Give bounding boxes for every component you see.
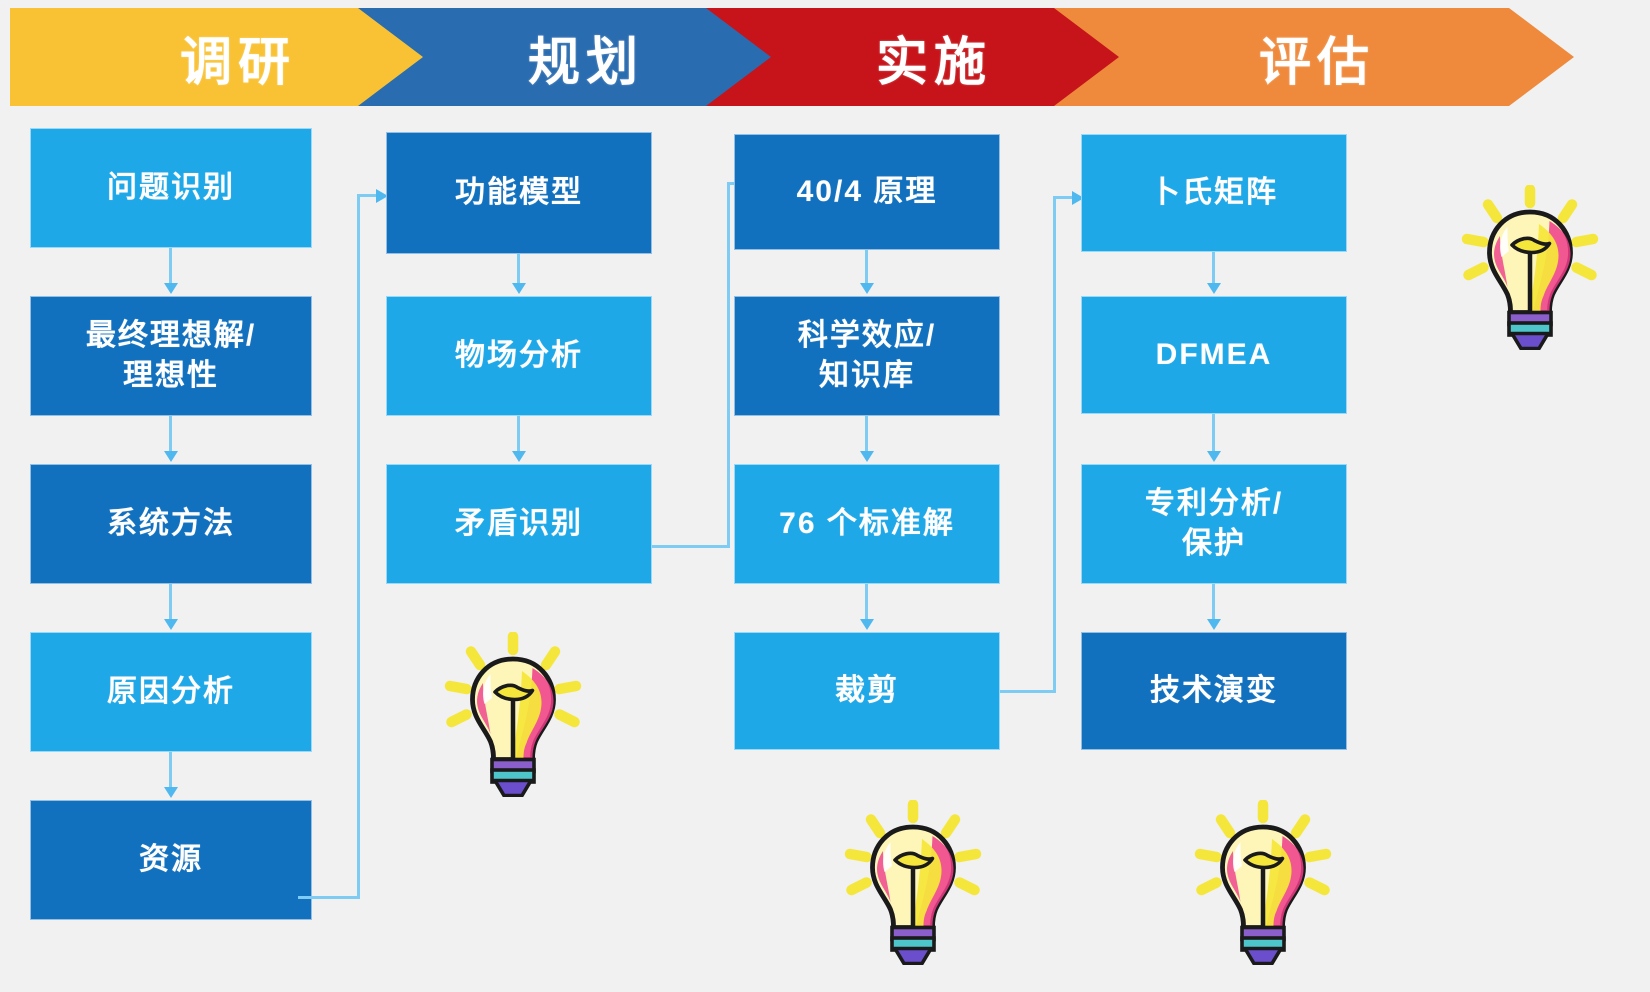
box-label: 资源 (139, 842, 203, 876)
box-label: 40/4 原理 (796, 174, 938, 208)
arrow-c1-4 (164, 787, 178, 798)
phase-chevron-band: 调研 规划 实施 评估 (0, 8, 1650, 106)
arrow-c3-3 (860, 619, 874, 630)
arrow-c2-1 (512, 283, 526, 294)
connector-c3-1 (865, 250, 868, 286)
box-label: 矛盾识别 (455, 506, 583, 540)
lightbulb-icon (838, 800, 988, 965)
connector-contradiction-to-principles-v (727, 182, 730, 548)
box-label: 最终理想解/ 理想性 (85, 318, 257, 393)
arrow-c4-3 (1207, 619, 1221, 630)
phase-label-shishi: 实施 (875, 33, 992, 92)
connector-c1-2 (169, 416, 172, 454)
connector-c4-2 (1212, 414, 1215, 454)
arrow-c1-3 (164, 619, 178, 630)
lightbulb-icon (1188, 800, 1338, 965)
box-label: 卜氏矩阵 (1150, 175, 1278, 209)
process-box-ifr[interactable]: 最终理想解/ 理想性 (30, 296, 312, 416)
phase-label-diaoyan: 调研 (179, 33, 296, 92)
process-box-76-standard-solutions[interactable]: 76 个标准解 (734, 464, 1000, 584)
connector-trimming-to-matrix-top (1053, 196, 1075, 199)
phase-label-pinggu: 评估 (1258, 33, 1375, 92)
connector-c2-1 (517, 254, 520, 286)
lightbulb-icon (438, 632, 588, 797)
box-label: 原因分析 (107, 674, 235, 708)
connector-trimming-to-matrix-h (1000, 690, 1056, 693)
process-box-40-4-principles[interactable]: 40/4 原理 (734, 134, 1000, 250)
box-label: 76 个标准解 (779, 506, 955, 540)
process-box-technology-evolution[interactable]: 技术演变 (1081, 632, 1347, 750)
box-label: 问题识别 (107, 170, 235, 204)
box-label: 物场分析 (455, 338, 583, 372)
process-box-function-model[interactable]: 功能模型 (386, 132, 652, 254)
connector-c2-2 (517, 416, 520, 454)
connector-c1-4 (169, 752, 172, 790)
phase-chevron-pinggu[interactable]: 评估 (1054, 8, 1574, 106)
arrow-c4-2 (1207, 451, 1221, 462)
arrow-into-function-model (376, 189, 388, 203)
connector-c1-3 (169, 584, 172, 622)
box-label: 技术演变 (1150, 673, 1278, 707)
box-label: 科学效应/ 知识库 (797, 318, 937, 393)
connector-resources-to-function-top (357, 194, 379, 197)
connector-trimming-to-matrix-v (1053, 196, 1056, 692)
process-box-substance-field-analysis[interactable]: 物场分析 (386, 296, 652, 416)
process-box-cause-analysis[interactable]: 原因分析 (30, 632, 312, 752)
process-box-scientific-effects[interactable]: 科学效应/ 知识库 (734, 296, 1000, 416)
process-box-problem-identification[interactable]: 问题识别 (30, 128, 312, 248)
lightbulb-icon (1455, 185, 1605, 350)
process-box-contradiction-identification[interactable]: 矛盾识别 (386, 464, 652, 584)
process-box-system-method[interactable]: 系统方法 (30, 464, 312, 584)
connector-resources-to-function-h (298, 896, 360, 899)
connector-c3-3 (865, 584, 868, 622)
arrow-c3-2 (860, 451, 874, 462)
box-label: DFMEA (1155, 337, 1273, 371)
arrow-c1-2 (164, 451, 178, 462)
connector-c1-1 (169, 248, 172, 286)
process-box-dfmea[interactable]: DFMEA (1081, 296, 1347, 414)
connector-c4-3 (1212, 584, 1215, 622)
connector-c3-2 (865, 416, 868, 454)
arrow-c3-1 (860, 283, 874, 294)
arrow-c4-1 (1207, 283, 1221, 294)
box-label: 功能模型 (455, 175, 583, 209)
box-label: 系统方法 (107, 506, 235, 540)
arrow-c1-1 (164, 283, 178, 294)
box-label: 专利分析/ 保护 (1144, 486, 1284, 561)
connector-c4-1 (1212, 252, 1215, 286)
process-box-pugh-matrix[interactable]: 卜氏矩阵 (1081, 134, 1347, 252)
phase-label-guihua: 规划 (527, 33, 644, 92)
process-box-patent-analysis[interactable]: 专利分析/ 保护 (1081, 464, 1347, 584)
process-box-resources[interactable]: 资源 (30, 800, 312, 920)
box-label: 裁剪 (835, 673, 899, 707)
connector-resources-to-function-v (357, 194, 360, 896)
arrow-c2-2 (512, 451, 526, 462)
connector-contradiction-to-principles-h (652, 545, 730, 548)
process-box-trimming[interactable]: 裁剪 (734, 632, 1000, 750)
